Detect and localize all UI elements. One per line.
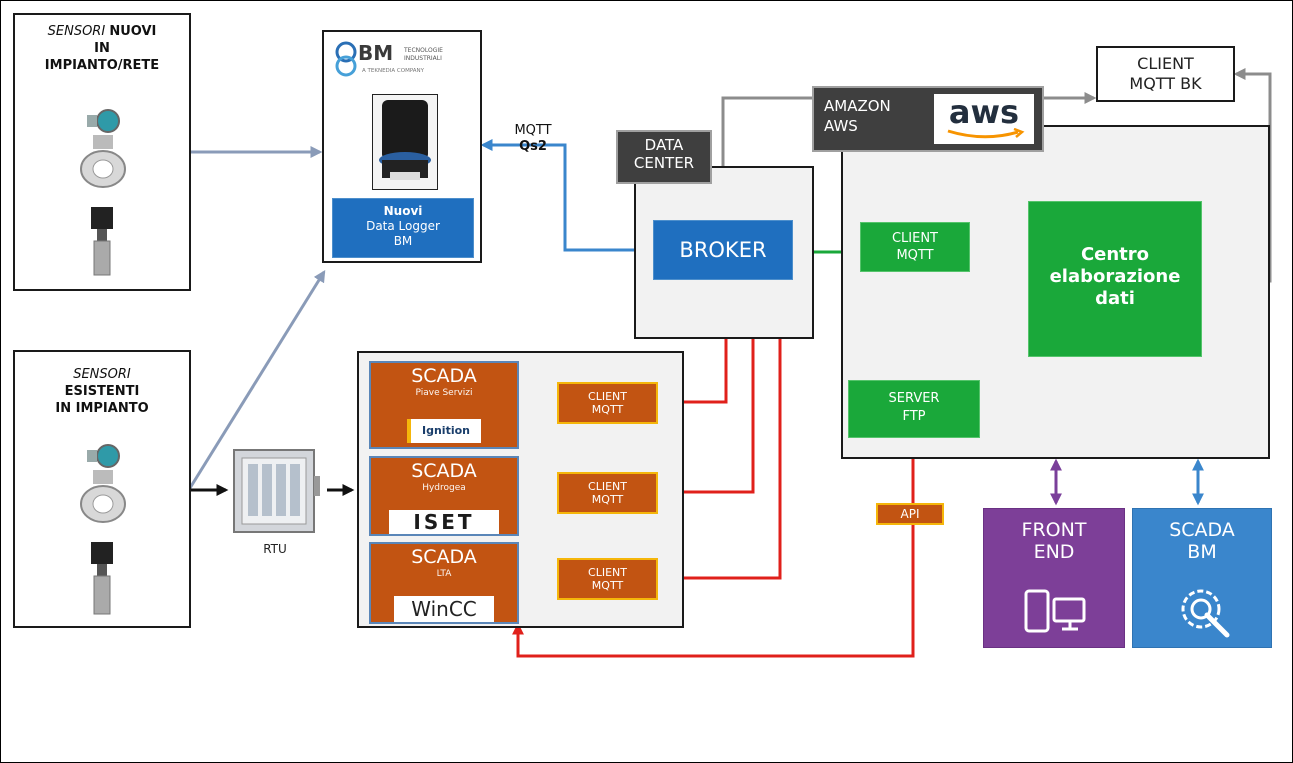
data-center-label: DATA CENTER	[616, 130, 712, 184]
client-mqtt-aws: CLIENT MQTT	[860, 222, 970, 272]
aws-label: AMAZON AWS aws	[812, 86, 1044, 152]
svg-text:TECNOLOGIE: TECNOLOGIE	[403, 47, 443, 54]
new-sensors-title: SENSORI NUOVI	[47, 24, 157, 39]
svg-text:A TEKNEDIA COMPANY: A TEKNEDIA COMPANY	[362, 68, 425, 74]
scada-bm: SCADA BM	[1132, 508, 1272, 648]
data-logger-device-icon	[372, 94, 438, 190]
arrow-ftp-api-scada	[512, 437, 919, 658]
ignition-logo: Ignition	[407, 419, 481, 443]
existing-sensors-title: SENSORI	[73, 367, 131, 382]
api-label: API	[876, 503, 944, 525]
arrow-logger-broker	[480, 139, 653, 256]
svg-text:INDUSTRIALI: INDUSTRIALI	[404, 55, 442, 62]
front-end: FRONT END	[983, 508, 1125, 648]
wincc-logo: WinCC	[394, 596, 494, 622]
data-logger-box: BM TECNOLOGIE INDUSTRIALI A TEKNEDIA COM…	[322, 30, 482, 263]
devices-icon	[1024, 589, 1086, 633]
mqtt-qs2-label: MQTT Qs2	[514, 123, 552, 154]
new-sensors-title-line2: IN	[94, 41, 110, 56]
rtu-label: RTU	[263, 542, 287, 556]
rtu-cabinet	[230, 446, 324, 536]
existing-sensors-box: SENSORI ESISTENTI IN IMPIANTO	[13, 350, 191, 628]
scada-piave-servizi: SCADA Piave Servizi Ignition	[369, 361, 519, 449]
sensor-devices-icon	[80, 444, 126, 615]
svg-text:BM: BM	[358, 41, 393, 65]
arrow-existing-sensors-to-logger	[188, 269, 326, 489]
aws-smile-icon	[947, 128, 1025, 139]
data-processing-center: Centro elaborazione dati	[1028, 201, 1202, 357]
existing-sensors-title-line3: IN IMPIANTO	[55, 401, 149, 416]
existing-sensors-title-line2: ESISTENTI	[64, 384, 140, 399]
scada-lta: SCADA LTA WinCC	[369, 542, 519, 624]
bm-logo-icon: BM TECNOLOGIE INDUSTRIALI A TEKNEDIA COM…	[335, 41, 443, 77]
client-mqtt-bk: CLIENT MQTT BK	[1096, 46, 1235, 102]
broker: BROKER	[653, 220, 793, 280]
scada-hydrogea: SCADA Hydrogea ISET	[369, 456, 519, 536]
rtu-cabinet-icon	[233, 449, 320, 533]
new-sensors-title-line3: IMPIANTO/RETE	[44, 58, 160, 73]
gear-wrench-icon	[1181, 589, 1230, 638]
new-sensors-box: SENSORI NUOVI IN IMPIANTO/RETE	[13, 13, 191, 291]
new-data-logger-label: Nuovi Data Logger BM	[332, 198, 474, 258]
aws-logo: aws	[934, 94, 1034, 144]
sensor-devices-icon	[80, 109, 126, 276]
iset-logo: ISET	[389, 510, 499, 534]
server-ftp: SERVER FTP	[848, 380, 980, 438]
